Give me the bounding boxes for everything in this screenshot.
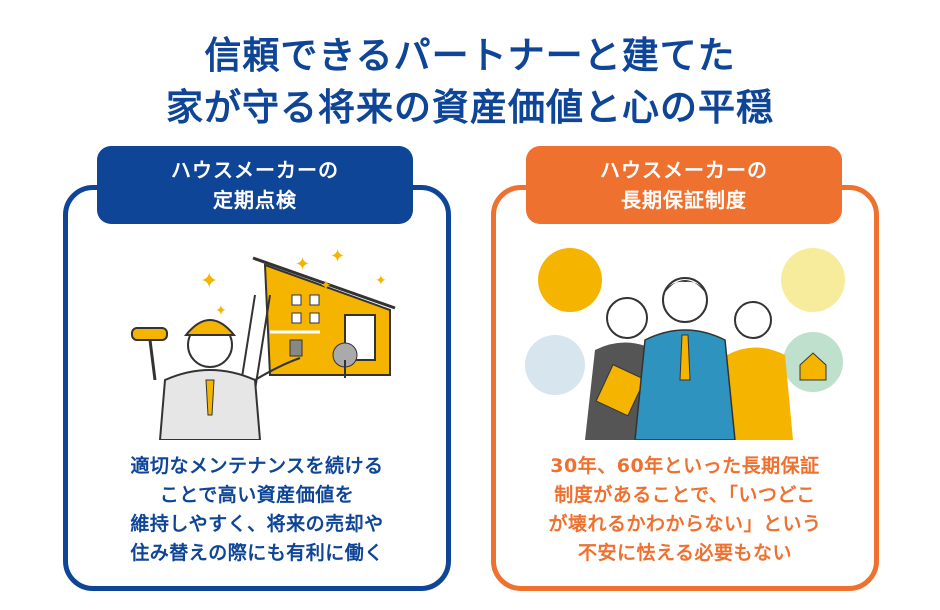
title-line-1: 信頼できるパートナーと建てた — [204, 34, 736, 77]
page-title: 信頼できるパートナーと建てた 家が守る将来の資産価値と心の平穏 — [0, 30, 940, 134]
label-line-2: 長期保証制度 — [621, 188, 747, 212]
inspection-card-label: ハウスメーカーの 定期点検 — [97, 146, 413, 224]
desc-line: 維持しやすく、将来の売却や — [130, 513, 384, 535]
business-team-illustration — [525, 248, 845, 440]
desc-line: 不安に怯える必要もない — [578, 542, 792, 564]
desc-line: ことで高い資産価値を — [159, 484, 355, 506]
svg-text:✦: ✦ — [215, 303, 227, 319]
desc-line: 制度があることで、「いつどこ — [554, 484, 816, 506]
desc-line: が壊れるかわからない」という — [548, 513, 822, 535]
title-line-2: 家が守る将来の資産価値と心の平穏 — [166, 86, 774, 129]
label-line-1: ハウスメーカーの — [600, 158, 768, 182]
svg-text:✦: ✦ — [330, 246, 345, 267]
warranty-card-label: ハウスメーカーの 長期保証制度 — [526, 146, 842, 224]
warranty-description: 30年、60年といった長期保証 制度があることで、「いつどこ が壊れるかわからな… — [491, 452, 879, 568]
desc-line: 住み替えの際にも有利に働く — [130, 542, 384, 564]
worker-house-illustration: ✦ ✦ ✦ ✦ ✦ ✦ — [131, 246, 396, 440]
desc-line: 30年、60年といった長期保証 — [550, 455, 820, 477]
svg-text:✦: ✦ — [295, 254, 310, 275]
label-line-2: 定期点検 — [213, 188, 297, 212]
svg-text:✦: ✦ — [200, 269, 218, 294]
svg-text:✦: ✦ — [375, 273, 387, 289]
inspection-description: 適切なメンテナンスを続ける ことで高い資産価値を 維持しやすく、将来の売却や 住… — [63, 452, 451, 568]
desc-line: 適切なメンテナンスを続ける — [130, 455, 384, 477]
label-line-1: ハウスメーカーの — [171, 158, 339, 182]
svg-text:✦: ✦ — [320, 278, 332, 294]
